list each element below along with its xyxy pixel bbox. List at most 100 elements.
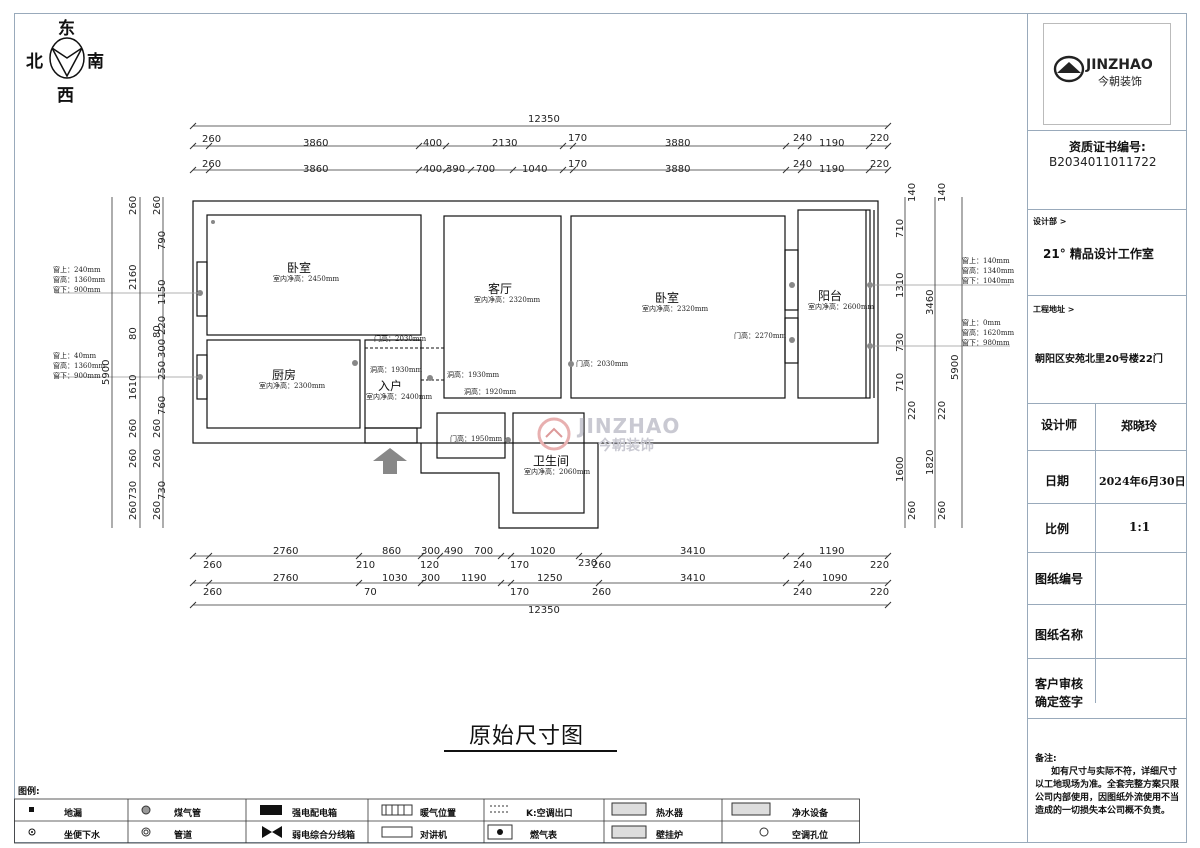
- hole-label-c: 洞高：1920mm: [464, 388, 517, 396]
- dim-left-mid-5: 260: [128, 418, 139, 438]
- dim-top-r2-10: 1190: [819, 164, 845, 175]
- cert-label: 资质证书编号:: [1069, 140, 1146, 154]
- hole-label-b: 洞高：1930mm: [447, 371, 500, 379]
- title-underline: [444, 750, 617, 752]
- client-label-1: 客户审核: [1035, 677, 1084, 691]
- title-block: JINZHAO 今朝装饰 资质证书编号: B2034011011722 设计部 …: [1027, 13, 1187, 843]
- scale-label: 比例: [1045, 522, 1070, 536]
- dim-left-mid-4: 1610: [128, 374, 139, 400]
- dim-top-r2-5: 700: [476, 164, 496, 175]
- dim-top-r1-2: 3860: [303, 138, 329, 149]
- door-label-d: 门高：1950mm: [450, 435, 503, 443]
- dim-bot-r1-5: 700: [474, 546, 494, 557]
- dim-right-outer: 5900: [950, 354, 961, 380]
- address-value: 朝阳区安苑北里20号楼22门: [1035, 354, 1163, 365]
- door-label-b: 门高：2030mm: [576, 360, 629, 368]
- dim-left-mid-6: 260: [128, 448, 139, 468]
- dim-bot-r2-5: 1250: [537, 573, 563, 584]
- dim-left-in-9: 260: [152, 418, 163, 438]
- dim-bot-r2-6: 3410: [680, 573, 706, 584]
- hole-label-a: 洞高：1930mm: [370, 366, 423, 374]
- dim-bot-r1-8: 1190: [819, 546, 845, 557]
- dim-bot-r1-2: 860: [382, 546, 402, 557]
- designer-value: 郑晓玲: [1121, 419, 1158, 433]
- dim-bot-r1-6: 1020: [530, 546, 556, 557]
- logo-icon: [1053, 55, 1085, 83]
- dim-right-in-3: 1310: [895, 272, 906, 298]
- dim-right-in-8: 260: [907, 500, 918, 520]
- room-kitchen-height: 室内净高：2300mm: [259, 382, 326, 390]
- compass-east: 东: [58, 19, 75, 39]
- dim-top-r1-7: 240: [793, 133, 813, 144]
- tb-divider-8: [1027, 604, 1187, 605]
- dim-top-r1-8: 1190: [819, 138, 845, 149]
- dim-left-in-11: 730: [157, 480, 168, 500]
- dim-left-mid-2: 2160: [128, 264, 139, 290]
- notes-text: 如有尺寸与实际不符，详细尺寸以工地现场为准。全套完整方案只限公司内部使用，因图纸…: [1035, 767, 1180, 816]
- dim-right-in-6: 220: [907, 400, 918, 420]
- tb-divider-2: [1027, 209, 1187, 210]
- floor-plan: [55, 122, 1010, 609]
- date-value: 2024年6月30日: [1099, 475, 1186, 488]
- legend-ac-outlet: K:空调出口: [526, 809, 573, 819]
- title-block-divider: [1027, 13, 1028, 843]
- legend-heating: 暖气位置: [420, 809, 457, 819]
- tb-divider-5: [1027, 450, 1187, 451]
- window-left-1-top: 窗上：240mm: [53, 266, 101, 274]
- legend-weak-box: 弱电综合分线箱: [292, 831, 356, 841]
- dim-bot-r1b-2: 210: [356, 560, 376, 571]
- tb-divider-9: [1027, 658, 1187, 659]
- window-right-1-height: 窗高：1340mm: [962, 267, 1015, 275]
- drawing-name-label: 图纸名称: [1035, 628, 1084, 642]
- room-bathroom-label: 卫生间: [533, 454, 570, 468]
- dim-top-r2-8: 3880: [665, 164, 691, 175]
- notes-title: 备注:: [1035, 754, 1057, 764]
- window-left-2-height: 窗高：1360mm: [53, 362, 106, 370]
- dim-left-in-6: 300: [157, 338, 168, 358]
- legend-power-box: 强电配电箱: [292, 809, 338, 819]
- dim-bot-r2b-5: 240: [793, 587, 813, 598]
- dim-bot-r1b-4: 170: [510, 560, 530, 571]
- compass-icon: [49, 37, 85, 79]
- dim-left-in-12: 260: [152, 500, 163, 520]
- tb-col-divider: [1095, 403, 1096, 703]
- window-right-2-top: 窗上：0mm: [962, 319, 1001, 327]
- door-label-a: 门高：2030mm: [374, 335, 427, 343]
- dim-right-in-2: 710: [895, 218, 906, 238]
- window-right-2-height: 窗高：1620mm: [962, 329, 1015, 337]
- tb-divider-10: [1027, 718, 1187, 719]
- window-right-1-bottom: 窗下：1040mm: [962, 277, 1015, 285]
- dim-left-mid-7: 730: [128, 480, 139, 500]
- watermark-cn: 今朝装饰: [598, 438, 654, 454]
- dim-bot-r1b-6: 260: [592, 560, 612, 571]
- dim-top-r1-1: 260: [202, 134, 222, 145]
- dim-bot-r2b-2: 70: [364, 587, 377, 598]
- dim-left-mid-1: 260: [128, 195, 139, 215]
- dim-left-in-2: 790: [157, 230, 168, 250]
- room-bedroom-2-label: 卧室: [655, 291, 680, 305]
- legend-ac-hole: 空调孔位: [792, 831, 829, 841]
- room-bedroom-1-height: 室内净高：2450mm: [273, 275, 340, 283]
- dim-bot-r1b-5: 230: [578, 558, 598, 569]
- room-bathroom-height: 室内净高：2060mm: [524, 468, 591, 476]
- room-living-label: 客厅: [488, 282, 513, 296]
- dim-bot-r2b-4: 260: [592, 587, 612, 598]
- legend-gas-meter: 燃气表: [530, 831, 558, 841]
- compass-south: 南: [87, 52, 104, 72]
- legend-title: 图例:: [18, 787, 40, 797]
- dim-top-r2-4: 390: [446, 164, 466, 175]
- legend-gas-pipe: 煤气管: [174, 809, 202, 819]
- watermark-brand: JINZHAO: [578, 414, 681, 438]
- compass-north: 北: [26, 52, 43, 72]
- dim-left-mid-3: 80: [128, 327, 139, 340]
- tb-divider-4: [1027, 403, 1187, 404]
- legend-water-purifier: 净水设备: [792, 809, 829, 819]
- tb-divider-6: [1027, 503, 1187, 504]
- dim-left-in-7: 250: [157, 360, 168, 380]
- room-living-height: 室内净高：2320mm: [474, 296, 541, 304]
- dim-top-r1-5: 170: [568, 133, 588, 144]
- room-balcony-label: 阳台: [818, 289, 843, 303]
- window-left-1-height: 窗高：1360mm: [53, 276, 106, 284]
- dim-bot-r2-2: 1030: [382, 573, 408, 584]
- watermark-logo-icon: [537, 417, 571, 451]
